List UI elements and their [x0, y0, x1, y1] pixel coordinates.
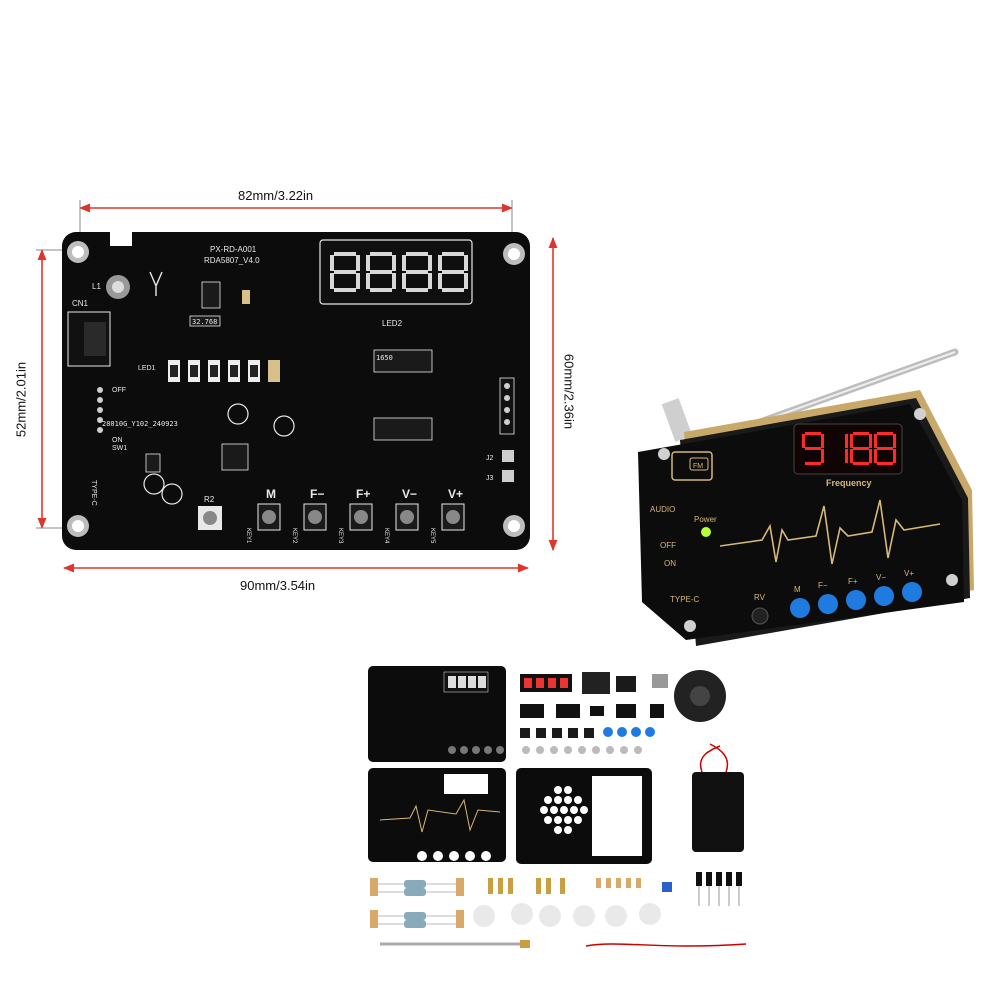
btn-label-fminus: F− — [818, 581, 828, 590]
label-cn1: CN1 — [72, 299, 89, 308]
pcb-btn-label-vplus: V+ — [448, 487, 463, 501]
label-model: PX-RD-A001 — [210, 245, 257, 254]
pcb-artwork: L1 CN1 OFF ON 28010G_Y102_240923 SW1 TYP… — [67, 230, 525, 544]
pcb-btn-label-m: M — [266, 487, 276, 501]
assembled-radio-artwork: FM Frequency AUDIO Power OFF ON TYPE-C R… — [638, 348, 974, 646]
pcb-btn-label-fminus: F− — [310, 487, 324, 501]
label-key5: KEY5 — [429, 528, 435, 544]
kit-parts-artwork — [368, 666, 747, 948]
typec-label: TYPE-C — [670, 595, 700, 604]
label-led1: LED1 — [138, 365, 156, 372]
dim-left-label: 52mm/2.01in — [13, 361, 29, 438]
label-serial: 28010G_Y102_240923 — [102, 420, 178, 428]
pcb-btn-label-fplus: F+ — [356, 487, 370, 501]
label-j2: J2 — [486, 455, 494, 462]
frequency-label: Frequency — [826, 478, 872, 488]
pcb-btn-label-vminus: V− — [402, 487, 417, 501]
label-key4: KEY4 — [383, 528, 389, 544]
fm-icon: FM — [693, 463, 703, 470]
pcb-tactile-buttons — [257, 503, 465, 531]
label-led2: LED2 — [382, 319, 403, 328]
label-key2: KEY2 — [291, 528, 297, 544]
audio-label: AUDIO — [650, 505, 675, 514]
dim-right-label: 60mm/2.36in — [561, 353, 577, 430]
off-label: OFF — [660, 541, 676, 550]
button-f-minus[interactable] — [818, 594, 838, 614]
kit-parts-layout — [360, 660, 760, 960]
button-f-plus[interactable] — [846, 590, 866, 610]
pcb-board: L1 CN1 OFF ON 28010G_Y102_240923 SW1 TYP… — [62, 230, 530, 550]
btn-label-vminus: V− — [876, 573, 886, 582]
power-label: Power — [694, 515, 717, 524]
pcb-seven-segment-display — [330, 252, 468, 292]
label-sw1: SW1 — [112, 445, 127, 452]
btn-label-m: M — [794, 585, 801, 594]
label-ic-u4: 1650 — [376, 354, 393, 362]
resistor-row — [168, 360, 280, 382]
label-j3: J3 — [486, 475, 494, 482]
dim-bottom-label: 90mm/3.54in — [240, 578, 316, 593]
label-key1: KEY1 — [245, 528, 251, 544]
dimension-lines — [36, 200, 558, 573]
rv-knob[interactable] — [751, 607, 769, 625]
red-led-display — [802, 432, 896, 465]
pcb-dimension-diagram: 82mm/3.22in 90mm/3.54in 52mm/2.01in 60mm… — [0, 0, 600, 620]
label-crystal: 32.768 — [192, 318, 217, 326]
btn-label-fplus: F+ — [848, 577, 858, 586]
label-on: ON — [112, 437, 123, 444]
label-typec: TYPE-C — [90, 480, 97, 506]
label-key3: KEY3 — [337, 528, 343, 544]
mounting-holes — [67, 241, 525, 537]
button-v-minus[interactable] — [874, 586, 894, 606]
dim-top-label: 82mm/3.22in — [238, 188, 314, 203]
label-chip: RDA5807_V4.0 — [204, 256, 260, 265]
power-led — [701, 527, 711, 537]
btn-label-vplus: V+ — [904, 569, 914, 578]
button-v-plus[interactable] — [902, 582, 922, 602]
label-off: OFF — [112, 387, 126, 394]
on-label: ON — [664, 559, 676, 568]
rv-label: RV — [754, 593, 766, 602]
heartbeat-line — [719, 499, 941, 565]
label-r2: R2 — [204, 495, 215, 504]
speaker-grille — [540, 786, 588, 834]
assembled-radio: FM Frequency AUDIO Power OFF ON TYPE-C R… — [620, 340, 990, 650]
label-l1: L1 — [92, 282, 101, 291]
button-m[interactable] — [790, 598, 810, 618]
